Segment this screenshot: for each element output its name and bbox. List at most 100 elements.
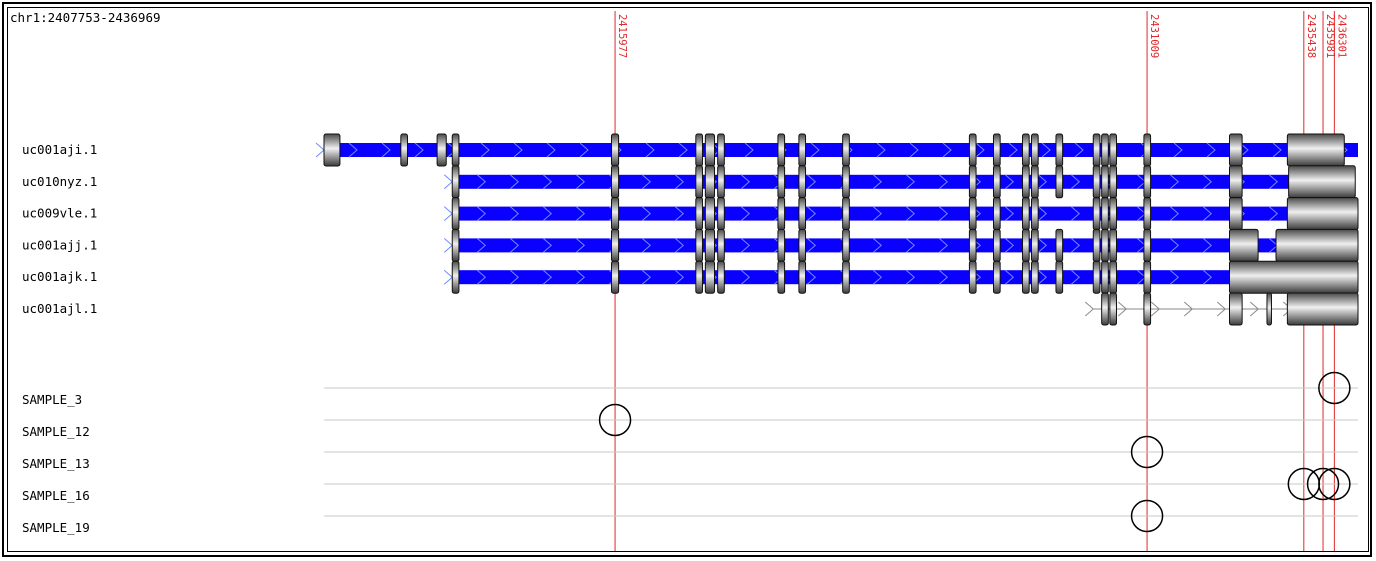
strand-chevron xyxy=(542,206,553,221)
marker-label: 2431009 xyxy=(1148,14,1160,58)
strand-chevron xyxy=(315,142,325,158)
exon-block xyxy=(1031,228,1039,262)
exon-block xyxy=(1101,292,1109,326)
variant-circle xyxy=(1130,435,1164,469)
sample-label: SAMPLE_3 xyxy=(22,392,82,407)
strand-chevron xyxy=(909,142,919,158)
strand-chevron xyxy=(513,142,523,158)
sample-row: SAMPLE_13 xyxy=(22,435,1358,471)
transcript-row: uc001ajl.1 xyxy=(22,292,1359,326)
intron-line xyxy=(452,174,1356,189)
exon-block xyxy=(968,133,977,167)
exon-block xyxy=(842,260,850,294)
exon-block xyxy=(1228,165,1243,199)
exon-block xyxy=(1092,165,1101,199)
strand-chevron xyxy=(1239,142,1249,158)
strand-chevron xyxy=(806,238,817,253)
transcript-row: uc001aji.1 xyxy=(22,133,1358,167)
exon-block xyxy=(993,165,1001,199)
intron-line xyxy=(452,238,1358,253)
strand-chevron xyxy=(1008,142,1018,158)
exon-block xyxy=(777,228,786,262)
strand-chevron xyxy=(641,269,652,285)
sample-row: SAMPLE_16 xyxy=(22,467,1358,503)
exon-block xyxy=(1101,228,1109,262)
exon-block xyxy=(717,260,725,294)
strand-chevron xyxy=(579,142,589,158)
strand-chevron xyxy=(938,174,949,190)
exon-block xyxy=(1092,133,1101,167)
strand-chevron xyxy=(509,174,520,190)
strand-chevron xyxy=(1037,238,1048,253)
exon-block xyxy=(1275,228,1359,262)
exon-block xyxy=(451,165,460,199)
strand-chevron xyxy=(1169,269,1180,285)
exon-block xyxy=(1228,260,1359,294)
strand-chevron xyxy=(443,238,454,253)
strand-chevron xyxy=(1070,206,1081,221)
exon-block xyxy=(798,133,807,167)
strand-chevron xyxy=(1272,142,1282,158)
exon-block xyxy=(1109,197,1117,231)
strand-chevron xyxy=(938,206,949,221)
strand-chevron xyxy=(476,206,487,221)
strand-chevron xyxy=(872,174,883,190)
strand-chevron xyxy=(1004,174,1015,190)
exon-block xyxy=(1092,260,1101,294)
strand-chevron xyxy=(806,206,817,221)
strand-chevron xyxy=(1074,142,1084,158)
exon-block xyxy=(1143,165,1152,199)
strand-chevron xyxy=(1070,238,1081,253)
strand-chevron xyxy=(905,238,916,253)
strand-chevron xyxy=(905,206,916,221)
strand-chevron xyxy=(542,174,553,190)
exon-block xyxy=(1031,165,1039,199)
exon-block xyxy=(695,165,703,199)
transcript-label: uc010nyz.1 xyxy=(22,174,97,189)
exon-block xyxy=(611,165,620,199)
exon-block xyxy=(695,228,703,262)
sample-layer: SAMPLE_3SAMPLE_12SAMPLE_13SAMPLE_16SAMPL… xyxy=(22,371,1358,535)
transcript-label: uc001ajj.1 xyxy=(22,237,97,252)
strand-chevron xyxy=(938,238,949,253)
strand-chevron xyxy=(674,174,685,190)
transcript-row: uc001ajj.1 xyxy=(22,228,1359,262)
sample-label: SAMPLE_13 xyxy=(22,456,90,471)
strand-chevron xyxy=(641,238,652,253)
exon-block xyxy=(1143,292,1152,326)
exon-block xyxy=(777,197,786,231)
strand-chevron xyxy=(740,174,751,190)
exon-block xyxy=(968,228,977,262)
strand-chevron xyxy=(1004,269,1015,285)
strand-chevron xyxy=(740,269,751,285)
exon-block xyxy=(1228,133,1243,167)
strand-chevron xyxy=(1037,206,1048,221)
exon-block xyxy=(1286,197,1359,231)
strand-chevron xyxy=(810,142,820,158)
exon-block xyxy=(1109,133,1117,167)
strand-chevron xyxy=(509,269,520,285)
exon-block xyxy=(1031,133,1039,167)
exon-block xyxy=(777,165,786,199)
exon-block xyxy=(695,197,703,231)
exon-block xyxy=(993,228,1001,262)
intron-line xyxy=(452,270,1358,285)
strand-chevron xyxy=(1037,174,1048,190)
strand-chevron xyxy=(414,142,424,158)
strand-chevron xyxy=(1268,174,1279,190)
exon-block xyxy=(1286,133,1345,167)
strand-chevron xyxy=(1183,301,1194,317)
strand-chevron xyxy=(546,142,556,158)
strand-chevron xyxy=(542,269,553,285)
exon-block xyxy=(1092,228,1101,262)
exon-block xyxy=(400,133,408,167)
marker-label: 2415977 xyxy=(616,14,628,58)
exon-block xyxy=(1109,228,1117,262)
variant-circle xyxy=(1306,467,1340,501)
exon-block xyxy=(842,228,850,262)
exon-block xyxy=(1101,260,1109,294)
exon-block xyxy=(777,133,786,167)
strand-chevron xyxy=(480,142,490,158)
strand-chevron xyxy=(1216,301,1227,317)
strand-chevron xyxy=(744,142,754,158)
